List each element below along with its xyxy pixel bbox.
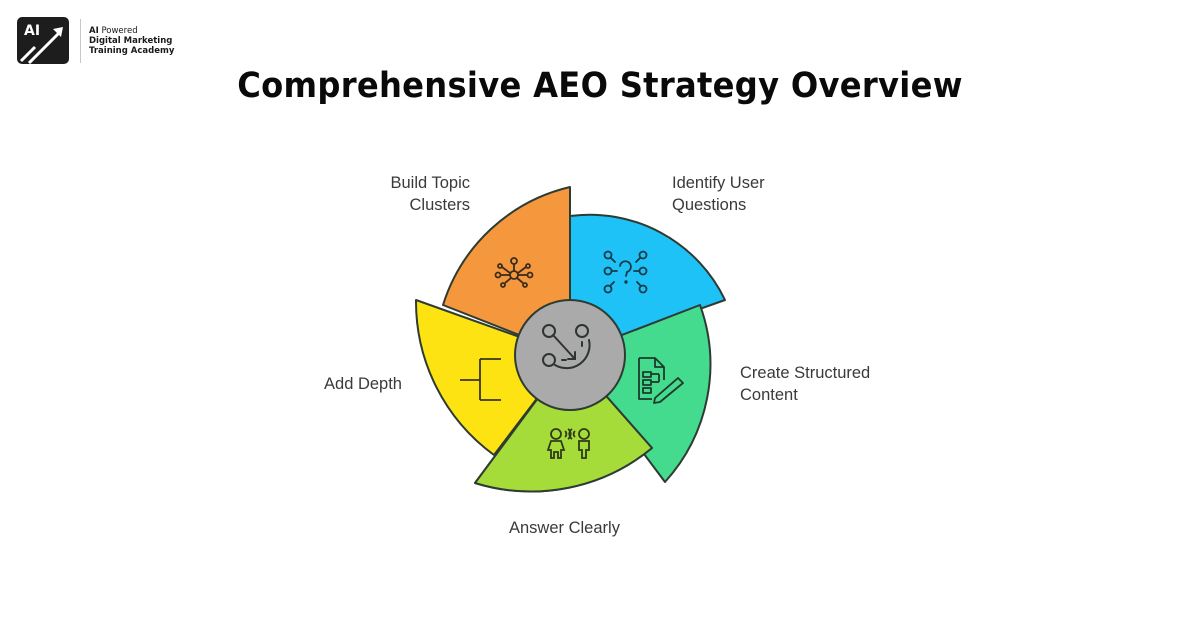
network-hub-icon <box>494 257 534 288</box>
label-create-structured-content: Create Structured Content <box>740 362 910 406</box>
question-network-icon <box>603 250 648 294</box>
logo-divider <box>80 18 81 63</box>
people-talking-icon <box>546 428 590 459</box>
label-line: Clusters <box>409 196 470 214</box>
label-line: Answer Clearly <box>509 519 620 537</box>
label-line: Create Structured <box>740 364 871 382</box>
label-identify-user-questions: Identify User Questions <box>672 172 812 216</box>
logo-line3: Training Academy <box>89 45 175 56</box>
label-answer-clearly: Answer Clearly <box>509 517 649 539</box>
label-add-depth: Add Depth <box>290 373 402 395</box>
label-line: Questions <box>672 196 747 214</box>
label-line: Build Topic <box>390 174 471 192</box>
label-build-topic-clusters: Build Topic Clusters <box>360 172 471 216</box>
logo-mark: AI <box>17 17 69 64</box>
label-line: Content <box>740 386 798 404</box>
document-edit-icon <box>638 357 684 404</box>
logo-mark-text: AI <box>24 23 41 39</box>
bracket-tree-icon <box>460 358 501 401</box>
logo-line2: Digital Marketing <box>89 35 173 46</box>
cycle-arrows-icon <box>542 324 591 370</box>
growth-arrow-icon <box>19 27 63 64</box>
logo-tagline: AI Powered Digital Marketing Training Ac… <box>89 26 174 56</box>
segment-add-depth <box>414 299 571 456</box>
logo-line1-rest: Powered <box>98 25 138 36</box>
logo-line1-bold: AI <box>89 25 99 36</box>
label-line: Add Depth <box>324 375 402 393</box>
brand-logo: AI AI Powered Digital Marketing Training… <box>17 17 174 64</box>
label-line: Identify User <box>672 174 765 192</box>
page-title: Comprehensive AEO Strategy Overview <box>237 66 963 106</box>
